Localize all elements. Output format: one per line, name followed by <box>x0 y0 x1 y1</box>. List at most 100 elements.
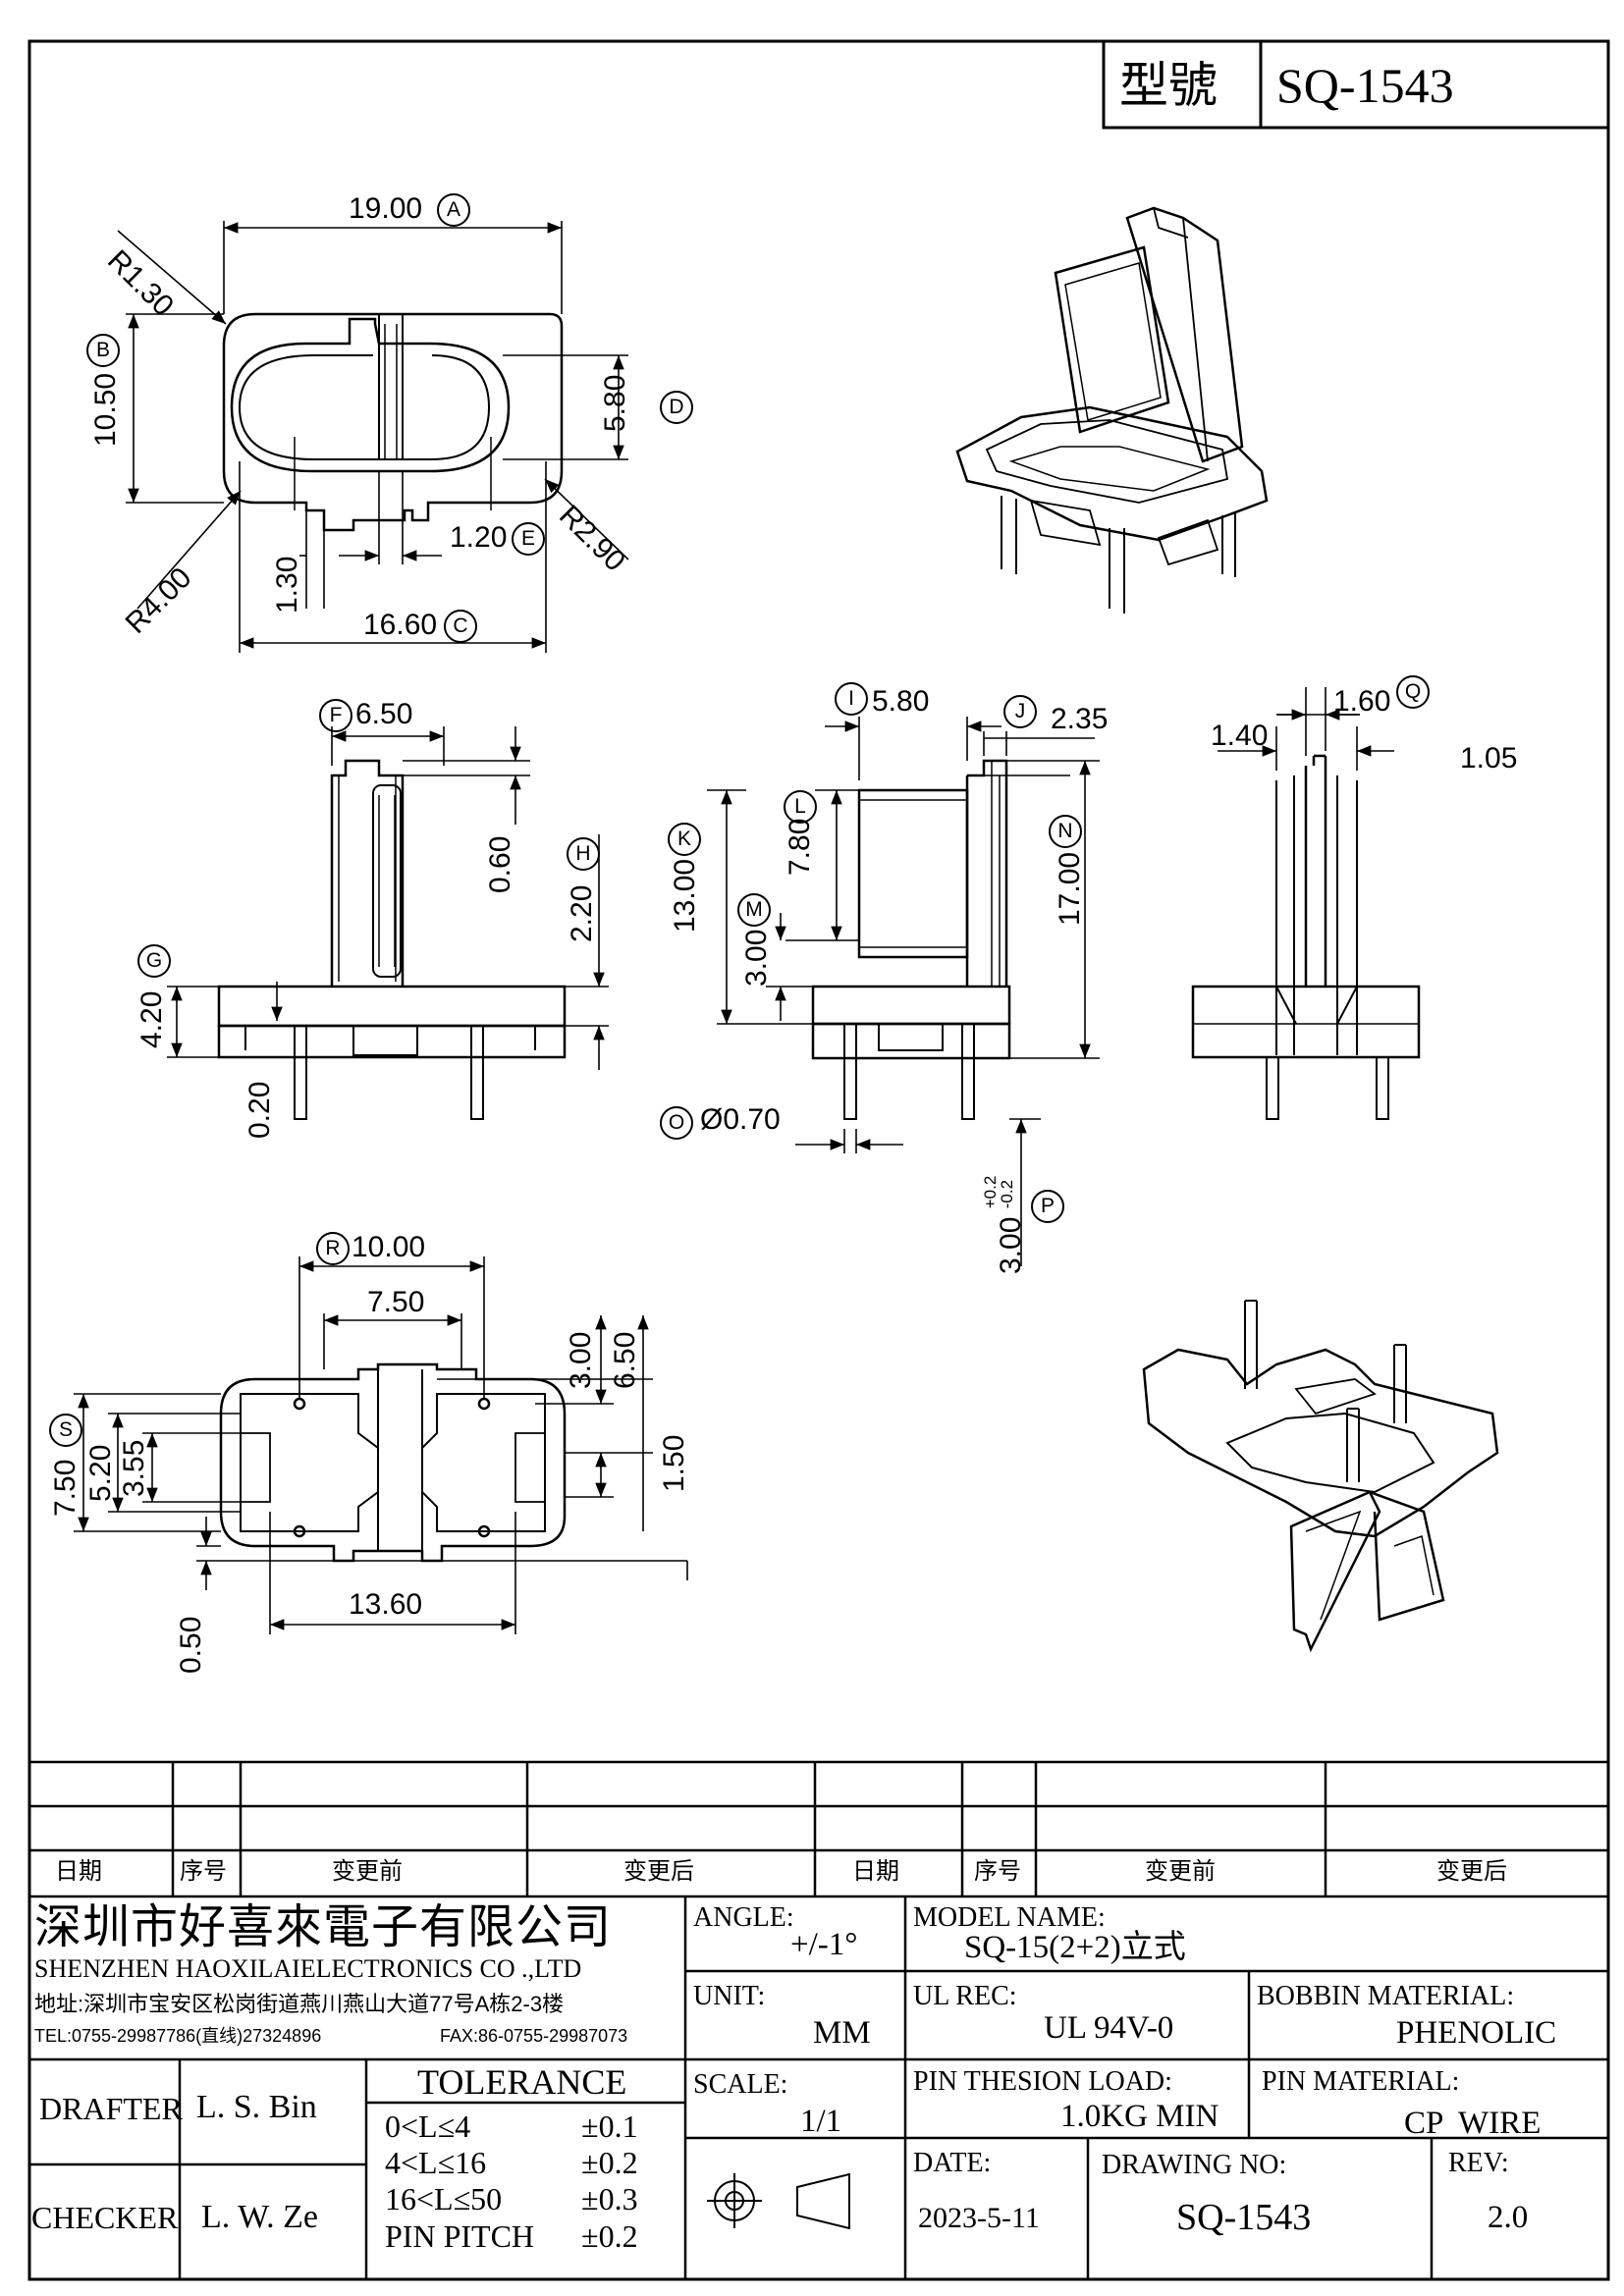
tolerance-range-1: 4<L≤16 <box>385 2145 487 2180</box>
dim-750: 7.50 <box>367 1286 425 1318</box>
model-name-label: MODEL NAME: <box>913 1902 1106 1933</box>
scale-value: 1/1 <box>800 2104 842 2139</box>
marker-b: B <box>86 334 120 367</box>
pin-material-value: CP WIRE <box>1404 2106 1542 2141</box>
marker-m: M <box>737 893 771 927</box>
drawing-no-label: DRAWING NO: <box>1102 2150 1287 2180</box>
tolerance-title: TOLERANCE <box>417 2062 627 2102</box>
unit-value: MM <box>813 2015 871 2051</box>
dim-300: 3.00 <box>740 929 773 987</box>
dim-300b: 3.00 <box>565 1331 597 1389</box>
iso-view-upper <box>955 206 1269 614</box>
dim-160: 1.60 <box>1333 685 1391 718</box>
dim-650: 6.50 <box>355 698 413 730</box>
marker-s: S <box>49 1414 82 1447</box>
marker-d: D <box>660 391 693 424</box>
angle-label: ANGLE: <box>693 1902 794 1933</box>
rev-label: REV: <box>1448 2148 1509 2178</box>
dim-580b: 5.80 <box>872 685 930 718</box>
bottom-view-dims <box>74 1256 688 1634</box>
pin-load-value: 1.0KG MIN <box>1060 2099 1219 2134</box>
dim-220: 2.20 <box>566 884 598 942</box>
dim-130: 1.30 <box>271 556 303 614</box>
dim-060: 0.60 <box>484 835 516 893</box>
marker-h: H <box>567 837 600 871</box>
bobbin-material-value: PHENOLIC <box>1396 2015 1557 2051</box>
dim-300-tol-lower: -0.2 <box>998 1179 1016 1209</box>
side-view <box>811 759 1011 1120</box>
top-view-dims <box>117 221 629 653</box>
dim-300-tol-limits: +0.2 -0.2 <box>981 1176 1016 1209</box>
tolerance-value-2: ±0.3 <box>581 2181 638 2216</box>
drafter-value: L. S. Bin <box>196 2089 317 2125</box>
marker-g: G <box>137 944 171 978</box>
marker-p: P <box>1031 1190 1064 1223</box>
angle-value: +/-1° <box>790 1927 858 1962</box>
marker-e: E <box>512 522 545 556</box>
rev-header-before-1: 变更前 <box>332 1858 403 1885</box>
rev-header-after-2: 变更后 <box>1436 1858 1507 1885</box>
dim-140: 1.40 <box>1211 720 1269 752</box>
rev-header-date-1: 日期 <box>55 1858 102 1885</box>
dim-300-tol: 3.00 +0.2 -0.2 <box>981 1176 1027 1274</box>
model-label: 型號 <box>1119 58 1218 113</box>
dim-1700: 17.00 <box>1054 851 1086 926</box>
marker-c: C <box>444 610 477 643</box>
marker-j: J <box>1003 695 1037 728</box>
dim-520: 5.20 <box>84 1444 117 1502</box>
ul-rec-value: UL 94V-0 <box>1044 2010 1174 2046</box>
dim-235: 2.35 <box>1051 703 1109 735</box>
dim-355: 3.55 <box>118 1439 150 1497</box>
pin-material-label: PIN MATERIAL: <box>1262 2066 1460 2097</box>
rev-header-seq-1: 序号 <box>180 1858 227 1885</box>
tolerance-value-3: ±0.2 <box>581 2218 638 2254</box>
dim-020: 0.20 <box>244 1081 276 1139</box>
bottom-view <box>219 1362 567 1563</box>
dim-1660: 16.60 <box>363 609 438 641</box>
marker-f: F <box>319 699 352 732</box>
dim-050: 0.50 <box>175 1616 207 1674</box>
company-name-en: SHENZHEN HAOXILAIELECTRONICS CO .,LTD <box>34 1954 582 1983</box>
dim-1000: 10.00 <box>352 1231 426 1263</box>
table-lines <box>29 1760 1608 2279</box>
rev-value: 2.0 <box>1488 2200 1529 2235</box>
dim-650b: 6.50 <box>609 1331 641 1389</box>
unit-label: UNIT: <box>693 1981 766 2011</box>
dim-150: 1.50 <box>658 1434 690 1492</box>
model-number: SQ-1543 <box>1276 58 1454 113</box>
iso-view-lower <box>1142 1300 1499 1653</box>
front-view <box>217 759 567 1120</box>
dim-750b: 7.50 <box>49 1459 81 1517</box>
dim-780: 7.80 <box>784 818 816 876</box>
marker-i: I <box>835 682 868 716</box>
dim-19: 19.00 <box>349 192 423 225</box>
company-name-cn: 深圳市好喜來電子有限公司 <box>34 1901 613 1953</box>
marker-a: A <box>437 193 470 227</box>
dim-420: 4.20 <box>135 990 168 1048</box>
tolerance-value-1: ±0.2 <box>581 2145 638 2180</box>
dim-phi070: Ø0.70 <box>700 1103 781 1136</box>
top-view <box>222 312 564 532</box>
marker-k: K <box>668 823 701 856</box>
marker-o: O <box>660 1106 693 1140</box>
ul-rec-label: UL REC: <box>913 1981 1017 2011</box>
checker-value: L. W. Ze <box>201 2199 318 2235</box>
dim-1050: 10.50 <box>89 372 122 447</box>
rev-header-after-1: 变更后 <box>623 1858 694 1885</box>
pin-load-label: PIN THESION LOAD: <box>913 2066 1172 2097</box>
drawing-no-value: SQ-1543 <box>1176 2197 1312 2238</box>
dim-105: 1.05 <box>1460 742 1518 774</box>
rev-header-seq-2: 序号 <box>974 1858 1021 1885</box>
bobbin-material-label: BOBBIN MATERIAL: <box>1257 1981 1515 2011</box>
dim-1360: 13.60 <box>349 1588 423 1621</box>
company-fax: FAX:86-0755-29987073 <box>440 2026 628 2046</box>
marker-n: N <box>1049 815 1082 848</box>
dim-580: 5.80 <box>599 374 631 432</box>
drafter-label: DRAFTER <box>39 2091 183 2126</box>
end-view-dims <box>1218 687 1394 771</box>
front-view-dims <box>167 726 609 1070</box>
company-address: 地址:深圳市宝安区松岗街道燕川燕山大道77号A栋2-3楼 <box>34 1992 565 2016</box>
scale-label: SCALE: <box>693 2069 788 2100</box>
rev-header-before-2: 变更前 <box>1145 1858 1216 1885</box>
